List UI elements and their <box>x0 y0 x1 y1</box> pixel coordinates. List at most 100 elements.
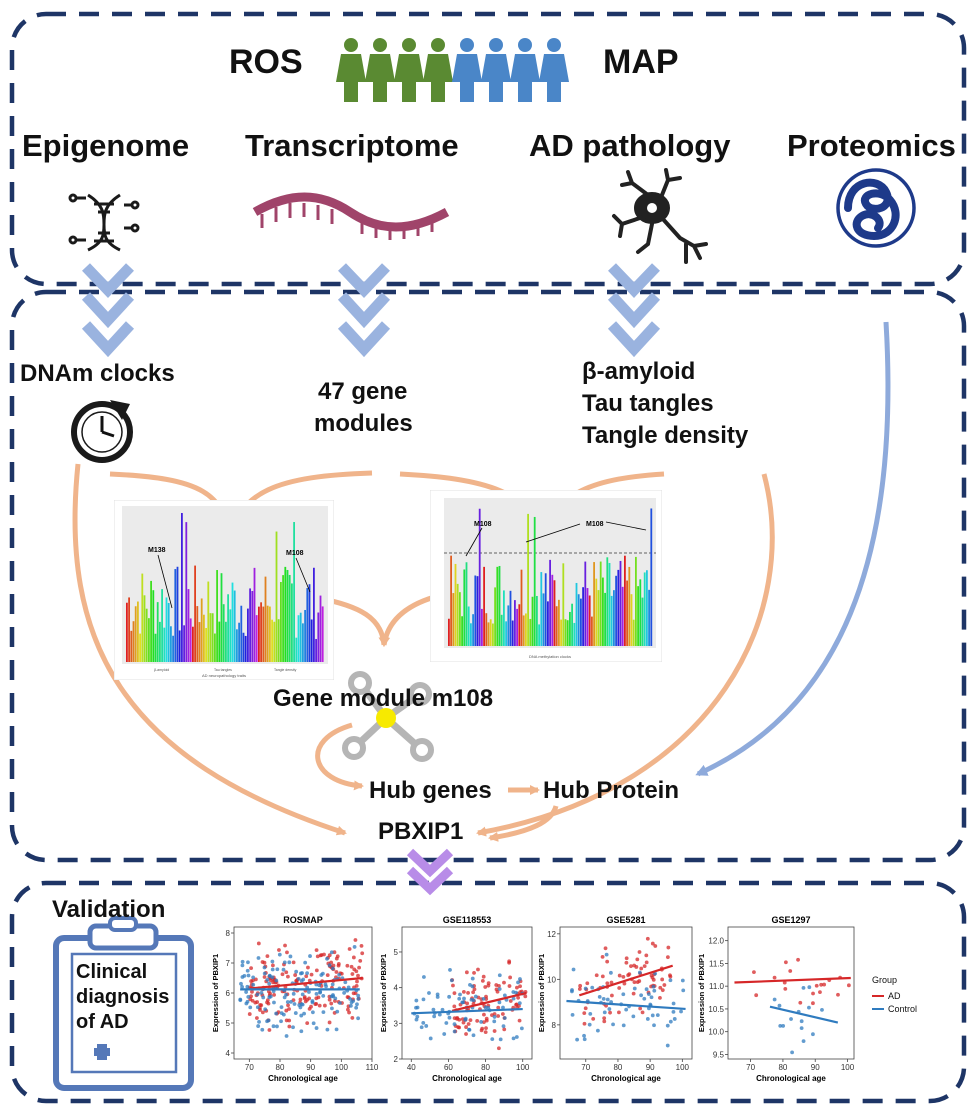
scatter-point <box>836 992 840 997</box>
scatter-point <box>314 982 319 987</box>
scatter-point <box>492 1019 497 1024</box>
scatter-point <box>502 980 506 985</box>
scatter-point <box>256 956 261 960</box>
y-tick-label: 4 <box>226 1049 231 1058</box>
scatter-point <box>314 991 319 996</box>
scatter-point <box>330 1006 334 1011</box>
scatter-point <box>322 1003 327 1008</box>
bar-mark <box>461 616 463 646</box>
bar-mark <box>613 590 615 646</box>
module-clock-barchart: M108 M108 DNA methylation clocks <box>430 490 662 662</box>
scatter-point <box>624 960 629 965</box>
scatter-point <box>570 1012 575 1017</box>
scatter-point <box>253 977 258 982</box>
scatter-point <box>621 1023 626 1028</box>
scatter-point <box>313 1002 318 1007</box>
scatter-point <box>250 989 254 994</box>
scatter-point <box>668 973 672 978</box>
scatter-point <box>286 974 290 979</box>
bar-mark <box>258 606 260 662</box>
scatter-point <box>300 992 305 997</box>
scatter-point <box>639 993 644 998</box>
scatter-point <box>846 983 851 988</box>
scatter-point <box>350 972 355 976</box>
chevron-down-icon <box>81 263 135 358</box>
scatter-point <box>590 985 595 990</box>
scatter-point <box>256 941 261 946</box>
scatter-point <box>662 983 667 987</box>
bar-mark <box>470 623 472 646</box>
left-chart-cat-1: β-amyloid <box>154 668 169 672</box>
bar-mark <box>277 619 280 662</box>
bar-mark <box>577 594 580 646</box>
bar-mark <box>128 597 130 662</box>
scatter-point <box>334 1027 339 1032</box>
scatter-point <box>807 985 812 990</box>
scatter-point <box>277 952 282 957</box>
scatter-point <box>342 991 347 995</box>
bar-mark <box>564 619 567 646</box>
bar-mark <box>467 606 470 646</box>
scatter-point <box>783 960 788 965</box>
bar-mark <box>582 587 584 646</box>
scatter-point <box>414 998 419 1003</box>
scatter-point <box>440 1007 445 1012</box>
bar-mark <box>295 637 298 662</box>
scatter-point <box>287 1024 292 1029</box>
trait-density: Tangle density <box>582 422 749 449</box>
scatter-point <box>281 967 286 972</box>
scatter-point <box>284 970 289 975</box>
bar-mark <box>500 614 503 646</box>
scatter-point <box>471 1033 476 1038</box>
scatter-point <box>314 948 319 952</box>
bar-mark <box>269 606 271 662</box>
scatter-point <box>608 970 613 975</box>
scatter-point <box>285 950 289 955</box>
scatter-point <box>644 953 649 958</box>
scatter-point <box>239 981 243 986</box>
bar-mark <box>189 618 192 662</box>
bar-mark <box>472 614 474 646</box>
scatter-point <box>519 1026 524 1031</box>
clipboard-text-3: of AD <box>76 1011 129 1033</box>
scatter-point <box>284 1034 289 1038</box>
scatter-point <box>240 984 244 989</box>
scatter-point <box>468 1018 473 1023</box>
scatter-point <box>347 1010 351 1015</box>
bar-mark <box>619 560 622 646</box>
scatter-point <box>818 990 822 995</box>
scatter-point <box>455 1016 459 1021</box>
bar-mark <box>575 582 578 646</box>
scatter-point <box>240 975 245 979</box>
scatter-point <box>500 1012 505 1016</box>
y-tick-label: 11.5 <box>709 959 725 968</box>
scatter-point <box>346 1007 350 1012</box>
scatter-point <box>316 995 321 1000</box>
bar-mark <box>448 618 450 646</box>
scatter-point <box>517 1001 522 1006</box>
y-tick-label: 8 <box>226 929 231 938</box>
scatter-point <box>622 981 627 986</box>
scatter-point <box>481 974 486 979</box>
scatter-point <box>801 1039 806 1044</box>
scatter-point <box>655 1013 660 1018</box>
scatter-point <box>651 984 656 989</box>
bar-mark <box>264 576 267 662</box>
bar-mark <box>207 581 210 662</box>
scatter-point <box>351 955 356 960</box>
y-tick-label: 12.0 <box>708 937 724 946</box>
bar-mark <box>209 613 212 662</box>
scatter-point <box>274 978 279 983</box>
scatter-point <box>461 989 466 994</box>
scatter-title: ROSMAP <box>283 915 323 925</box>
scatter-point <box>355 1002 359 1007</box>
proteomics-arrow <box>695 321 891 777</box>
scatter-point <box>617 973 622 978</box>
scatter-point <box>305 971 310 976</box>
bar-mark <box>260 602 262 662</box>
scatter-point <box>466 1022 471 1026</box>
trend-line <box>769 1005 839 1024</box>
scatter-point <box>240 963 245 968</box>
x-tick-label: 40 <box>407 1063 416 1072</box>
